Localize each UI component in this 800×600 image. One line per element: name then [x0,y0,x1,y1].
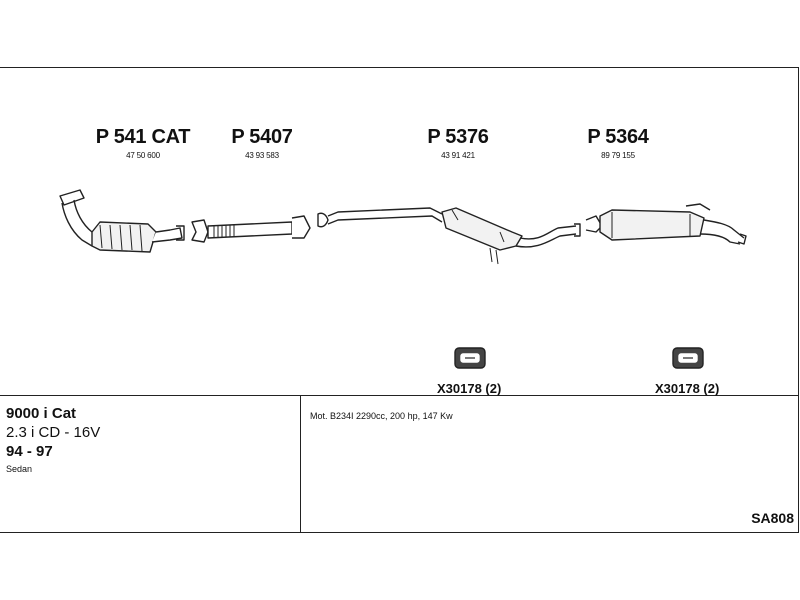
motor-spec: Mot. B234I 2290cc, 200 hp, 147 Kw [310,411,453,421]
clamp-label: X30178 (2) [437,381,502,396]
clamp-label: X30178 (2) [655,381,720,396]
part-label-middle-silencer: P 5376 43 91 421 [418,126,498,160]
part-number: P 5376 [427,126,489,148]
oem-number: 47 50 600 [126,151,160,160]
part-number: P 5364 [587,126,649,148]
catalytic-converter-drawing [59,189,185,253]
part-label-catalytic: P 541 CAT 47 50 600 [88,126,198,160]
part-number: P 541 CAT [95,126,191,148]
vehicle-model: 9000 i Cat [6,405,77,422]
oem-number: 43 91 421 [441,151,475,160]
part-label-rear-silencer: P 5364 89 79 155 [578,126,658,160]
diagram-frame [0,67,799,533]
part-number: P 5407 [231,126,293,148]
part-label-front-pipe: P 5407 43 93 583 [222,126,302,160]
divider-vertical [300,395,301,533]
vehicle-body: Sedan [6,464,33,474]
clamp-icon [454,347,486,369]
oem-number: 89 79 155 [601,151,635,160]
vehicle-info: 9000 i Cat 2.3 i CD - 16V 94 - 97 Sedan [6,405,100,474]
vehicle-engine: 2.3 i CD - 16V [6,424,101,441]
vehicle-years: 94 - 97 [6,443,53,460]
divider-horizontal [0,395,799,396]
reference-code: SA808 [751,510,794,526]
front-pipe-drawing [191,215,311,243]
clamp-icon [672,347,704,369]
rear-silencer-drawing [585,203,747,245]
middle-silencer-drawing [317,207,581,265]
oem-number: 43 93 583 [245,151,279,160]
